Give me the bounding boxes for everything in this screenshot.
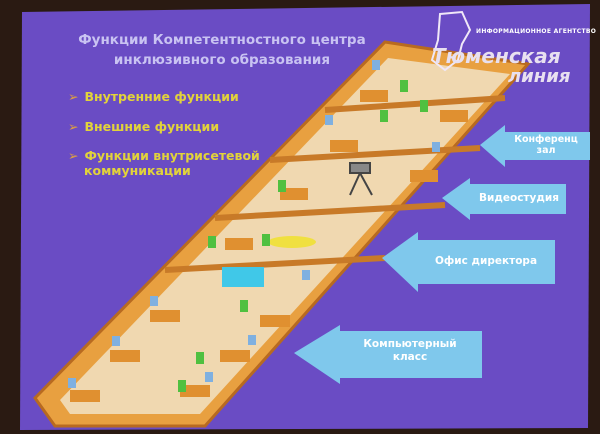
watermark-name1: Тюменская bbox=[432, 44, 561, 68]
watermark-name2: линия bbox=[508, 66, 571, 87]
room-walls bbox=[164, 95, 506, 273]
bullet-text: Функции внутрисетевой bbox=[84, 148, 260, 163]
chairs bbox=[178, 80, 428, 392]
arrow-conference bbox=[480, 125, 590, 167]
label-computer: Компьютерный класс bbox=[344, 338, 476, 364]
arrow-director bbox=[382, 232, 555, 292]
bullet-internal: ➢ Внутренние функции bbox=[68, 89, 239, 104]
label-computer-line1: Компьютерный bbox=[363, 338, 457, 350]
title-line-2: инклюзивного образования bbox=[113, 52, 331, 68]
bullet-arrow-icon: ➢ bbox=[68, 89, 79, 104]
building-interior bbox=[60, 58, 510, 414]
arrow-video bbox=[442, 178, 566, 220]
region-map-logo bbox=[430, 10, 472, 72]
slide-title: Функции Компетентностного центра инклюзи… bbox=[62, 30, 382, 70]
label-video: Видеостудия bbox=[479, 192, 559, 204]
camera-icon bbox=[349, 162, 373, 196]
title-line-1: Функции Компетентностного центра bbox=[78, 32, 366, 48]
bullet-network-cont: коммуникации bbox=[84, 163, 191, 178]
arrows bbox=[294, 125, 590, 384]
arrow-computer bbox=[294, 325, 482, 384]
monitors bbox=[68, 60, 440, 388]
desks bbox=[70, 90, 468, 402]
bullet-text: Внешние функции bbox=[84, 119, 220, 134]
label-conference: Конференц зал bbox=[514, 134, 578, 156]
bullet-external: ➢ Внешние функции bbox=[68, 119, 219, 134]
label-computer-line2: класс bbox=[392, 351, 428, 363]
watermark-agency: ИНФОРМАЦИОННОЕ АГЕНТСТВО bbox=[476, 28, 597, 35]
bullet-text: Внутренние функции bbox=[84, 89, 239, 104]
bullet-arrow-icon: ➢ bbox=[68, 119, 79, 134]
bullet-arrow-icon: ➢ bbox=[68, 148, 79, 163]
director-desk bbox=[222, 267, 264, 287]
bullet-network: ➢ Функции внутрисетевой bbox=[68, 148, 260, 163]
label-director: Офис директора bbox=[434, 255, 538, 267]
meeting-table bbox=[268, 236, 316, 248]
